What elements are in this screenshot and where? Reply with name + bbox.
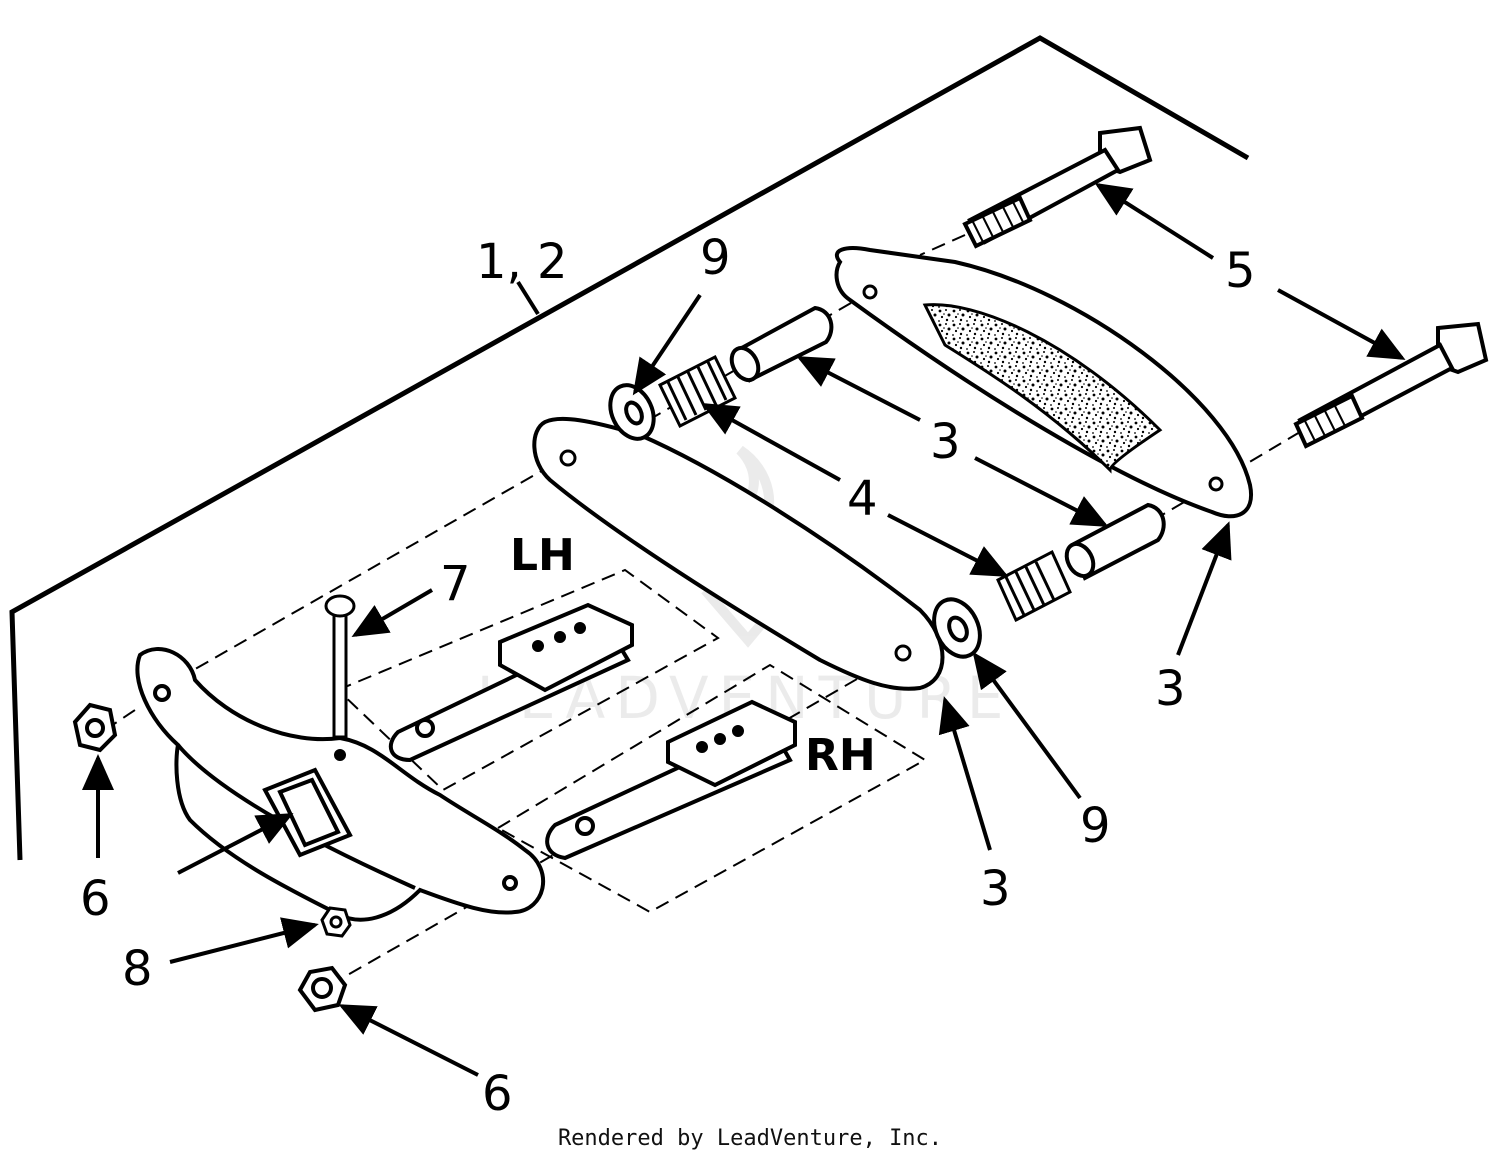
arrow-5-upper xyxy=(1094,182,1215,260)
arrow-3-mid-left xyxy=(796,356,921,422)
arrow-3-right xyxy=(1176,521,1232,656)
footer-credit: Rendered by LeadVenture, Inc. xyxy=(557,1126,943,1151)
arrow-4-right xyxy=(887,513,1009,577)
leader-1-2 xyxy=(516,280,540,316)
leader-arrows xyxy=(82,182,1406,1077)
nut-left xyxy=(72,702,118,753)
spring-upper xyxy=(658,354,737,429)
callout-8: 8 xyxy=(122,941,153,997)
callout-3-right: 3 xyxy=(1155,661,1186,717)
arrow-8 xyxy=(169,917,319,964)
callout-3-bottom: 3 xyxy=(980,861,1011,917)
label-rh: RH xyxy=(805,730,876,781)
callouts: 1, 2 9 5 3 4 7 6 8 6 3 9 3 LH RH xyxy=(80,230,1256,1122)
rh-hinge-plate xyxy=(545,699,797,861)
nut-bottom xyxy=(297,965,348,1013)
callout-9-bottom: 9 xyxy=(1080,798,1111,854)
lh-hinge-plate xyxy=(388,602,634,763)
assembly-bracket xyxy=(9,35,1250,861)
nut-small xyxy=(320,906,352,938)
callout-1-2: 1, 2 xyxy=(476,234,568,290)
label-lh: LH xyxy=(510,530,575,581)
callout-6-bottom: 6 xyxy=(482,1066,513,1122)
callout-9-top: 9 xyxy=(700,230,731,286)
spring-lower xyxy=(996,549,1072,623)
arrow-3-bottom xyxy=(938,696,992,851)
arrow-7 xyxy=(351,588,434,638)
arrow-6-bracket xyxy=(177,813,294,875)
bolt-upper xyxy=(962,125,1153,249)
bolt-lower xyxy=(1293,321,1489,449)
callout-3-mid: 3 xyxy=(930,414,961,470)
callout-4: 4 xyxy=(847,471,878,527)
friction-pad xyxy=(922,303,1163,474)
arrow-6-bottom xyxy=(338,1004,479,1077)
arrow-3-mid-right xyxy=(974,456,1109,527)
arrow-5-lower xyxy=(1277,288,1406,360)
arrow-9-bottom xyxy=(972,651,1082,800)
arrow-9-top xyxy=(632,293,702,396)
back-plate xyxy=(834,246,1254,519)
callout-7: 7 xyxy=(440,556,471,612)
spacer-upper xyxy=(729,305,834,383)
arrow-4-left xyxy=(701,403,841,482)
callout-6-left: 6 xyxy=(80,871,111,927)
washer-lower xyxy=(932,597,982,659)
spacer-lower xyxy=(1064,502,1166,581)
callout-5: 5 xyxy=(1225,243,1256,299)
washer-upper xyxy=(608,383,656,441)
front-plate xyxy=(532,416,945,691)
pin xyxy=(324,594,356,739)
